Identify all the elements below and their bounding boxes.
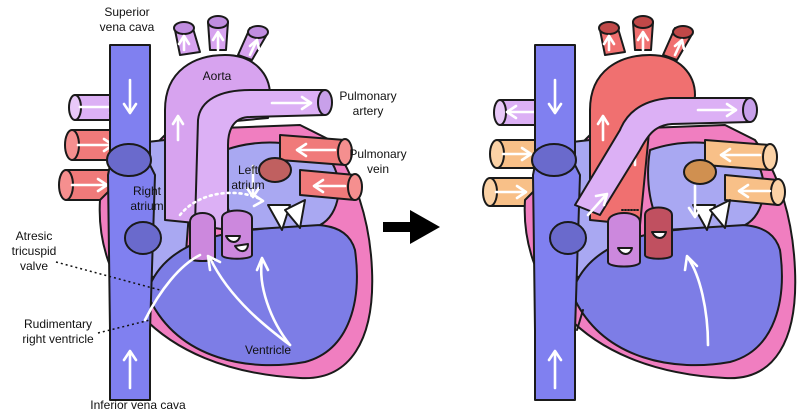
ventricle-flow-arrows-before [208,256,292,347]
label-left-atrium-2: atrium [231,178,264,192]
label-atresic-tricuspid-valve-1: Atresic [16,229,53,243]
label-pulmonary-artery-2: artery [353,104,384,118]
label-aorta: Aorta [203,69,232,83]
label-right-atrium-2: atrium [130,199,163,213]
heart-before [58,15,374,401]
label-ventricle: Ventricle [245,343,291,357]
label-superior-vena-cava-2: vena cava [100,20,155,34]
label-pulmonary-artery-1: Pulmonary [339,89,396,103]
label-superior-vena-cava-1: Superior [104,5,149,19]
label-rudimentary-right-ventricle-2: right ventricle [22,332,94,346]
label-pulmonary-vein-2: vein [367,162,389,176]
vena-cava-before [107,44,156,401]
labels: Superior vena cava Aorta Pulmonary arter… [12,5,407,412]
right-pulmonary-veins-before [258,134,363,201]
label-rudimentary-right-ventricle-1: Rudimentary [24,317,92,331]
label-atresic-tricuspid-valve-2: tricuspid [12,244,57,258]
label-atresic-tricuspid-valve-3: valve [20,259,48,273]
label-inferior-vena-cava: Inferior vena cava [90,398,186,412]
transition-arrow [383,210,440,244]
label-left-atrium-1: Left [238,163,259,177]
label-pulmonary-vein-1: Pulmonary [349,147,406,161]
label-right-atrium-1: Right [133,184,162,198]
pointer-rudimentary-ventricle [97,319,151,334]
heart-after [482,15,797,401]
valves-before [189,199,306,262]
